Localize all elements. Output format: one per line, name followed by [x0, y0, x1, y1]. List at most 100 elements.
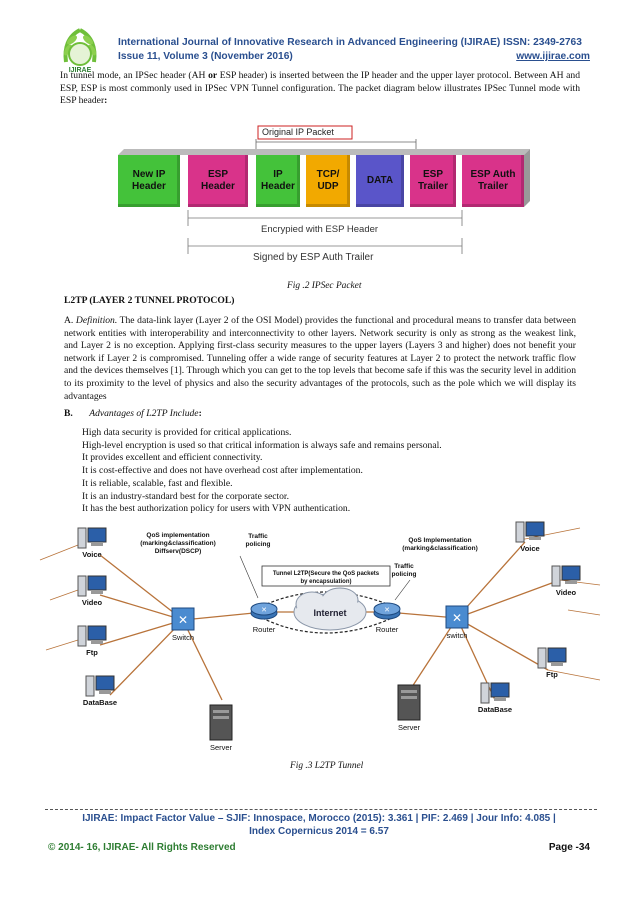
intro-paragraph: In tunnel mode, an IPSec header (AH or E…	[60, 70, 580, 108]
logo-text: IJIRAE	[69, 67, 92, 74]
left-qos-line1: QoS implementation	[146, 532, 209, 539]
right-policing-line2: policing	[392, 571, 417, 578]
right-router-label: Router	[376, 625, 399, 634]
advantage-item: It provides excellent and efficient conn…	[82, 452, 263, 464]
right-router-icon: ✕	[373, 602, 401, 620]
right-computer-icon: Voice	[515, 521, 545, 553]
packet-field-line2: Trailer	[417, 181, 449, 192]
advantages-heading: B. Advantages of L2TP Include:	[64, 408, 202, 419]
footer-line1: IJIRAE: Impact Factor Value – SJIF: Inno…	[82, 813, 556, 824]
intro-text-2: ESP header) is inserted between the IP h…	[60, 70, 580, 107]
definition-paragraph: A. Definition. The data-link layer (Laye…	[64, 315, 576, 403]
intro-colon: :	[104, 95, 108, 107]
right-computer-icon-label: DataBase	[478, 705, 512, 714]
packet-field-line2: Header	[132, 181, 166, 192]
journal-logo: IJIRAE	[50, 22, 110, 80]
right-server-icon	[397, 684, 421, 721]
packet-field: TCP/UDP	[306, 155, 350, 207]
website-link[interactable]: www.ijirae.com	[516, 51, 590, 62]
definition-label: Definition.	[75, 315, 118, 326]
footer-line2: Index Copernicus 2014 = 6.57	[249, 825, 389, 837]
advantage-item: It is an industry-standard best for the …	[82, 490, 290, 502]
right-switch-label: switch	[447, 631, 468, 640]
signed-label: Signed by ESP Auth Trailer	[250, 252, 377, 263]
left-computer-icon-label: Video	[82, 598, 103, 607]
left-policing-line2: policing	[246, 541, 271, 548]
right-computer-icon: Video	[551, 565, 581, 597]
issn: ISSN: 2349-2763	[503, 37, 582, 48]
advantage-item: It has the best authorization policy for…	[82, 503, 351, 515]
advantage-item: High-level encryption is used so that cr…	[82, 439, 442, 451]
journal-name: International Journal of Innovative Rese…	[118, 37, 501, 48]
packet-field-line1: ESP	[422, 169, 443, 180]
right-server-label: Server	[398, 723, 421, 732]
right-qos-line1: QoS Implementation	[408, 537, 471, 544]
l2tp-network-diagram: Internet ✕ Router ✕ Router ✕ Switch ✕ sw…	[0, 500, 638, 760]
left-computer-icon-label: Ftp	[86, 648, 98, 657]
left-computer-icon-label: Voice	[82, 550, 101, 559]
advantages-list: High data security is provided for criti…	[82, 427, 442, 516]
advantage-item: High data security is provided for criti…	[82, 427, 292, 438]
footer-impact: IJIRAE: Impact Factor Value – SJIF: Inno…	[0, 813, 638, 838]
fig3-caption: Fig .3 L2TP Tunnel	[290, 761, 364, 771]
left-computer-icon: Video	[77, 575, 107, 607]
left-server-label: Server	[210, 743, 233, 752]
svg-text:✕: ✕	[261, 607, 267, 614]
section-title: L2TP (LAYER 2 TUNNEL PROTOCOL)	[64, 295, 235, 306]
packet-field-line1: TCP/	[316, 169, 340, 180]
left-qos-line3: Diffserv(DSCP)	[155, 548, 202, 555]
packet-field-line1: IP	[273, 169, 283, 180]
left-router-label: Router	[253, 625, 276, 634]
footer-divider	[45, 809, 597, 810]
packet-field-line1: ESP Auth	[470, 169, 516, 180]
left-computer-icon: Voice	[77, 527, 107, 559]
right-computer-icon-label: Ftp	[546, 670, 558, 679]
right-computer-icon-label: Voice	[520, 544, 539, 553]
packet-field-line1: New IP	[132, 169, 166, 180]
tunnel-label-line1: Tunnel L2TP(Secure the QoS packets	[273, 571, 380, 577]
left-computer-icon-label: DataBase	[83, 698, 117, 707]
definition-text: The data-link layer (Layer 2 of the OSI …	[64, 315, 576, 402]
internet-cloud: Internet	[293, 587, 367, 631]
advantage-item: It is reliable, scalable, fast and flexi…	[82, 477, 233, 489]
right-switch-icon: ✕	[445, 605, 469, 629]
left-server-icon	[209, 704, 233, 741]
intro-text-1: In tunnel mode, an IPSec header (AH	[60, 70, 209, 81]
left-router-icon: ✕	[250, 602, 278, 620]
internet-label: Internet	[313, 608, 346, 618]
left-switch-label: Switch	[172, 633, 194, 642]
page-number: Page -34	[548, 842, 590, 853]
intro-or: or	[208, 70, 218, 81]
advantages-colon: :	[198, 408, 202, 419]
right-computer-icon: DataBase	[478, 682, 512, 714]
right-computer-icon: Ftp	[537, 647, 567, 679]
packet-field-line2: Header	[201, 181, 235, 192]
svg-text:✕: ✕	[384, 607, 390, 614]
left-switch-icon: ✕	[171, 607, 195, 631]
left-computer-icon: Ftp	[77, 625, 107, 657]
footer-copyright: © 2014- 16, IJIRAE- All Rights Reserved	[48, 842, 236, 853]
left-qos-line2: (marking&classification)	[140, 540, 216, 547]
right-computer-icon-label: Video	[556, 588, 577, 597]
svg-text:✕: ✕	[452, 611, 462, 625]
original-ip-packet-label: Original IP Packet	[262, 127, 334, 137]
encrypted-label: Encrypied with ESP Header	[258, 224, 382, 235]
right-policing-line1: Traffic	[394, 563, 414, 570]
packet-field-line1: DATA	[366, 175, 394, 186]
right-qos-line2: (marking&classification)	[402, 545, 478, 552]
svg-text:✕: ✕	[178, 613, 188, 627]
fig2-caption: Fig .2 IPSec Packet	[287, 281, 362, 291]
packet-field-line2: Trailer	[477, 181, 508, 192]
journal-title: International Journal of Innovative Rese…	[118, 37, 582, 48]
left-computer-icon: DataBase	[83, 675, 117, 707]
left-policing-line1: Traffic	[248, 533, 268, 540]
tunnel-label-line2: by encapsulation)	[300, 579, 351, 585]
advantages-marker: B.	[64, 408, 73, 419]
advantage-item: It is cost-effective and does not have o…	[82, 465, 363, 477]
advantages-label: Advantages of L2TP Include	[89, 408, 199, 419]
